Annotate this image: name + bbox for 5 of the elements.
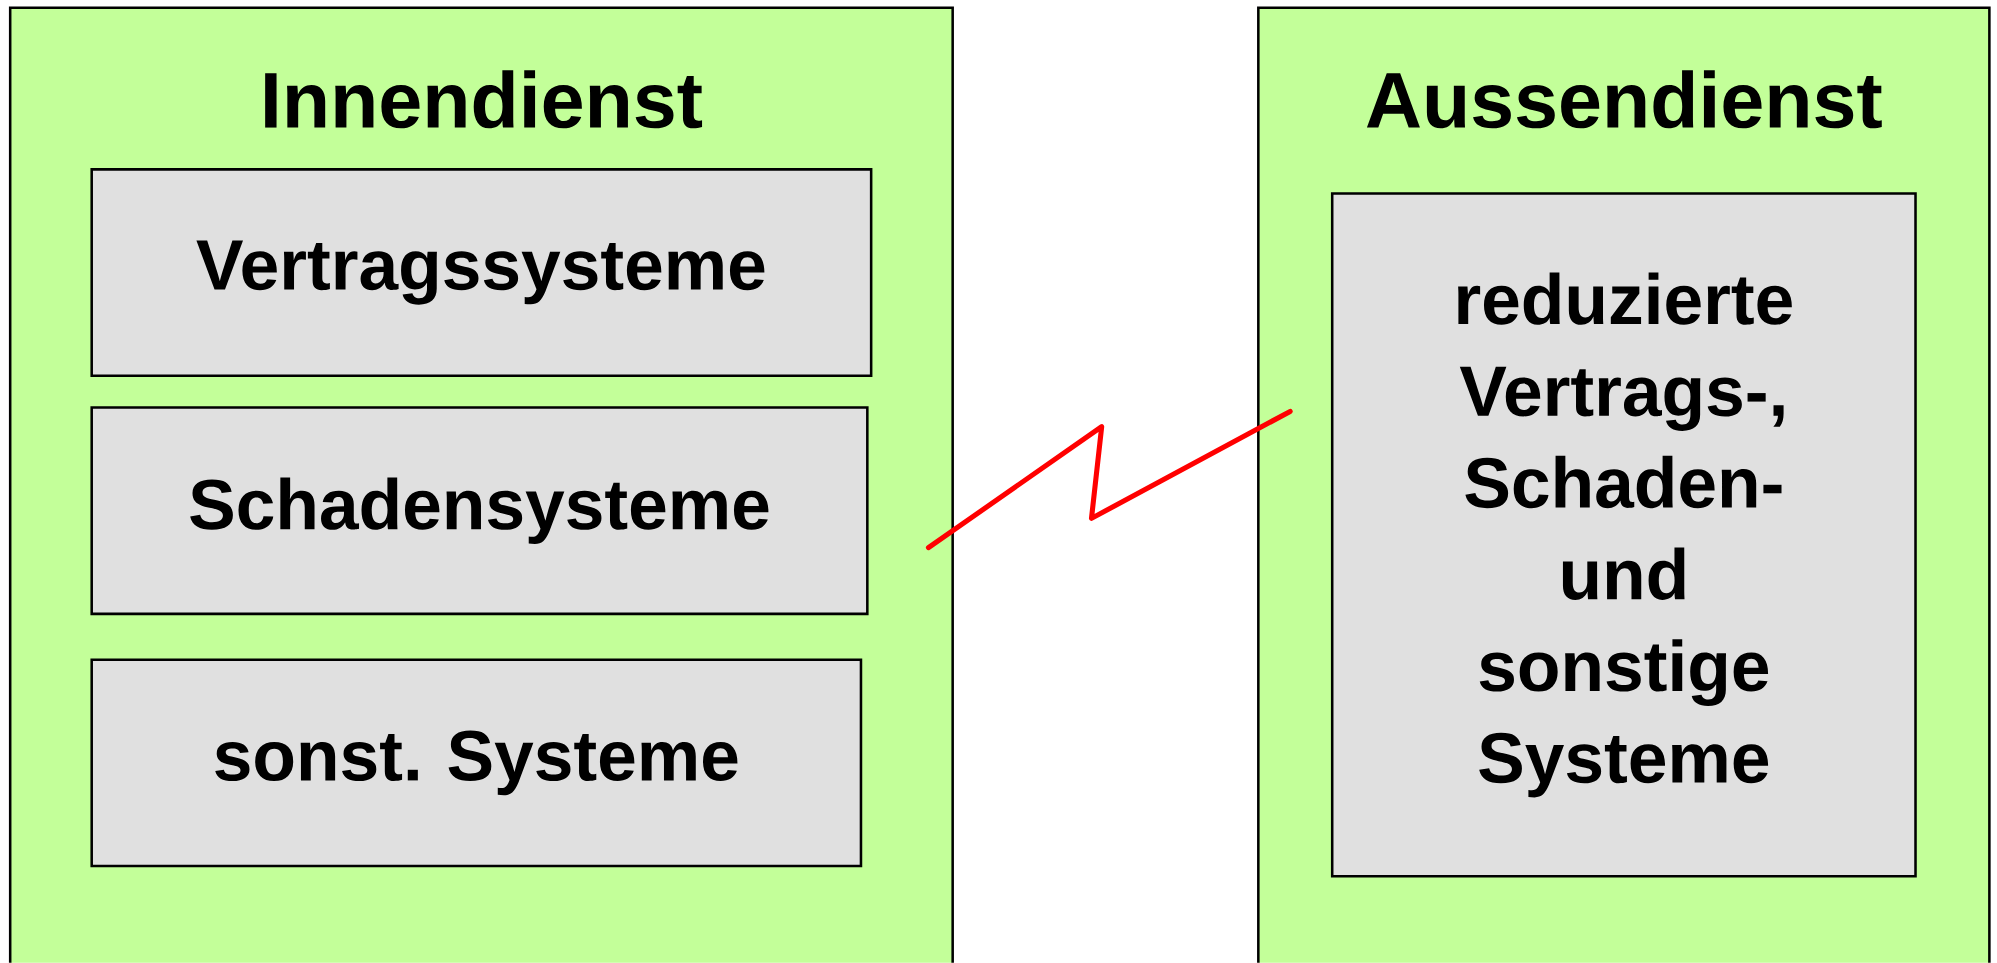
system-box: Vertragssysteme bbox=[90, 168, 873, 378]
system-box: Schadensysteme bbox=[90, 406, 869, 616]
system-box: reduzierte Vertrags-, Schaden- und sonstige Systeme bbox=[1330, 192, 1917, 878]
system-box: sonst. Systeme bbox=[90, 658, 863, 868]
lightning-line bbox=[925, 408, 1293, 551]
